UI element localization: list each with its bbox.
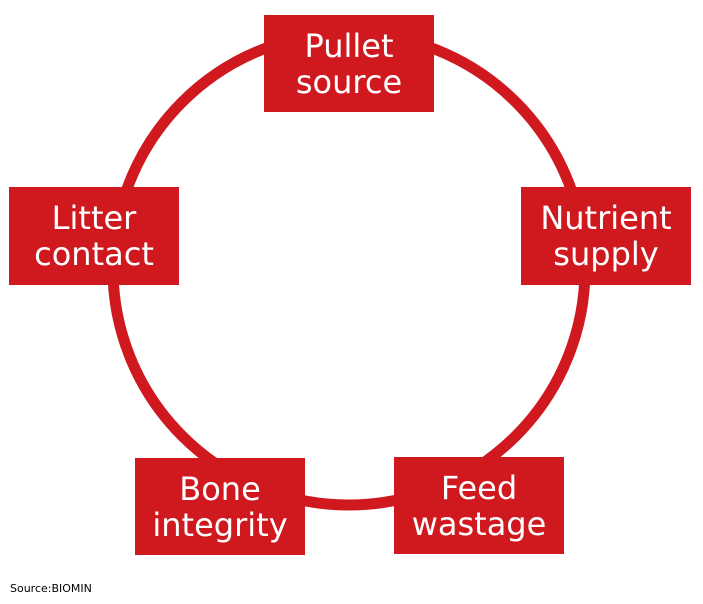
- node-litter-contact: Litter contact: [9, 187, 179, 285]
- node-bone-integrity: Bone integrity: [135, 458, 305, 555]
- node-litter-line-1: Litter: [51, 199, 137, 237]
- node-nutrient-line-2: supply: [553, 235, 659, 273]
- node-bone-line-2: integrity: [152, 505, 288, 544]
- node-nutrient-supply: Nutrient supply: [521, 187, 691, 285]
- node-feed-wastage: Feed wastage: [394, 457, 564, 554]
- node-bone-line-1: Bone: [179, 469, 261, 508]
- node-feed-line-2: wastage: [411, 504, 547, 543]
- node-pullet-line-2: source: [295, 62, 403, 101]
- node-nutrient-line-1: Nutrient: [540, 199, 672, 237]
- node-feed-line-1: Feed: [440, 468, 518, 507]
- source-credit: Source:BIOMIN: [10, 582, 92, 595]
- node-pullet-source: Pullet source: [264, 15, 434, 112]
- node-pullet-line-1: Pullet: [304, 26, 394, 65]
- node-litter-line-2: contact: [34, 235, 154, 273]
